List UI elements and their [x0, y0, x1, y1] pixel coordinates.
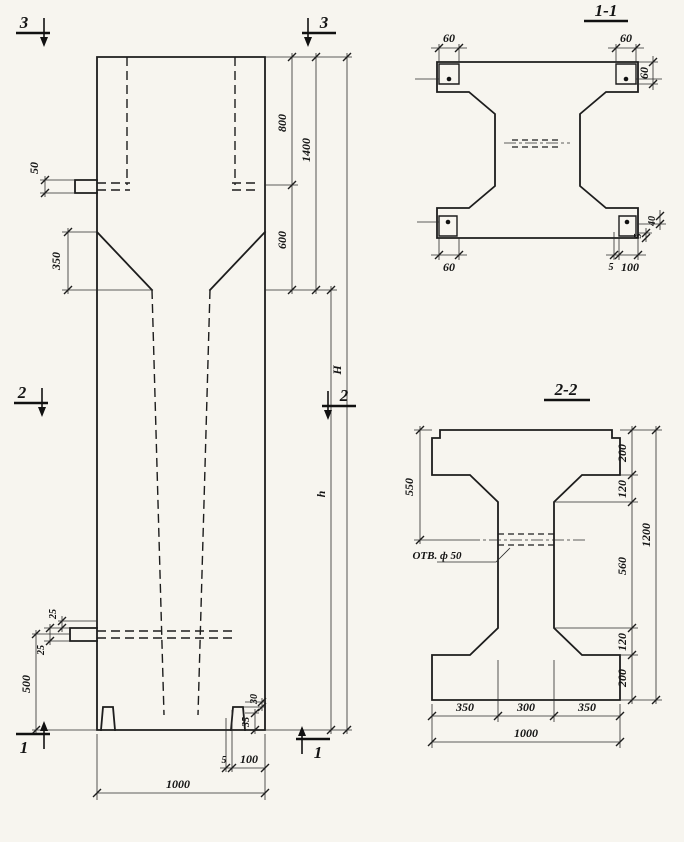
dim-H: H	[330, 365, 344, 376]
dim-350-right: 350	[577, 700, 596, 714]
dim-25-bottom: 25	[36, 645, 47, 656]
dim-60-top-left: 60	[443, 31, 455, 45]
dim-200-bottom: 200	[615, 669, 629, 688]
dim-1000-total: 1000	[514, 726, 538, 740]
dim-35: 35	[241, 717, 252, 728]
dimension-ticks	[434, 43, 665, 260]
marker-label: 2	[17, 383, 27, 402]
dim-5-bottom: 5	[609, 262, 614, 273]
dim-1200: 1200	[639, 523, 653, 547]
section-view-2-2: 2-2 ОТВ. ф 50 550 200 120 560 120 200 12…	[402, 380, 662, 748]
bolt-dot	[446, 76, 452, 82]
section-marker-3-left: 3	[16, 13, 50, 47]
dim-1000: 1000	[166, 777, 190, 791]
dimension-ticks	[415, 425, 661, 747]
bolt-dot	[624, 219, 630, 225]
dim-550: 550	[402, 478, 416, 496]
dim-30: 30	[249, 694, 260, 705]
dim-60-right: 60	[637, 67, 651, 79]
dimension-lines	[414, 426, 662, 748]
dim-1400: 1400	[299, 138, 313, 162]
section-marker-3-right: 3	[302, 13, 336, 47]
hidden-edge-lines	[97, 57, 258, 716]
elevation-view: 50 350 800 600 1400 H h 25 25 500 30 35 …	[14, 13, 356, 800]
dim-5-right: 5	[633, 234, 644, 239]
dim-60-bottom-left: 60	[443, 260, 455, 274]
arrow-down-icon	[324, 410, 332, 420]
dimension-ticks	[31, 52, 352, 798]
column-features	[69, 179, 267, 731]
bolt-dot	[623, 76, 629, 82]
dim-100-bottom: 100	[621, 260, 639, 274]
section-marker-1-left: 1	[16, 721, 50, 757]
dim-600: 600	[275, 231, 289, 249]
arrow-down-icon	[40, 37, 48, 47]
marker-label: 3	[19, 13, 29, 32]
dim-40-right: 40	[647, 216, 658, 227]
i-beam-outline	[431, 429, 621, 701]
dim-350: 350	[49, 252, 63, 271]
section-view-1-1: 1-1 60 60 60 60 5 100 40 5	[415, 1, 666, 274]
dim-350-left: 350	[455, 700, 474, 714]
dim-60-top-right: 60	[620, 31, 632, 45]
hole-label: ОТВ. ф 50	[412, 550, 462, 562]
dim-120-bottom: 120	[615, 633, 629, 651]
arrow-up-icon	[40, 721, 48, 731]
section-marker-2-left: 2	[14, 383, 48, 417]
dim-300: 300	[516, 700, 535, 714]
dim-120-top: 120	[615, 480, 629, 498]
dim-800: 800	[275, 114, 289, 132]
dim-25-top: 25	[48, 609, 59, 620]
section-title: 1-1	[595, 1, 618, 20]
marker-label: 3	[319, 13, 329, 32]
section-title: 2-2	[554, 380, 578, 399]
hole-leader-line	[437, 547, 511, 563]
arrow-down-icon	[304, 37, 312, 47]
dimension-lines	[32, 53, 352, 800]
marker-label: 2	[339, 386, 349, 405]
i-beam-outline	[436, 61, 639, 239]
marker-label: 1	[20, 738, 29, 757]
section-marker-1-right: 1	[296, 726, 330, 762]
dim-200-top: 200	[615, 444, 629, 463]
arrow-down-icon	[38, 407, 46, 417]
column-outline	[96, 56, 266, 731]
section-marker-2-right: 2	[322, 386, 356, 420]
dim-50: 50	[27, 162, 41, 174]
hidden-hole-lines	[512, 139, 562, 148]
arrow-up-icon	[298, 726, 306, 736]
dim-560: 560	[615, 557, 629, 575]
dimension-lines	[415, 44, 666, 260]
corner-plates	[438, 63, 637, 237]
hidden-hole-lines	[498, 533, 554, 546]
dim-100: 100	[240, 752, 258, 766]
dim-500: 500	[19, 675, 33, 693]
dim-5: 5	[222, 755, 227, 766]
marker-label: 1	[314, 743, 323, 762]
dim-h: h	[314, 490, 328, 497]
bolt-dot	[445, 219, 451, 225]
